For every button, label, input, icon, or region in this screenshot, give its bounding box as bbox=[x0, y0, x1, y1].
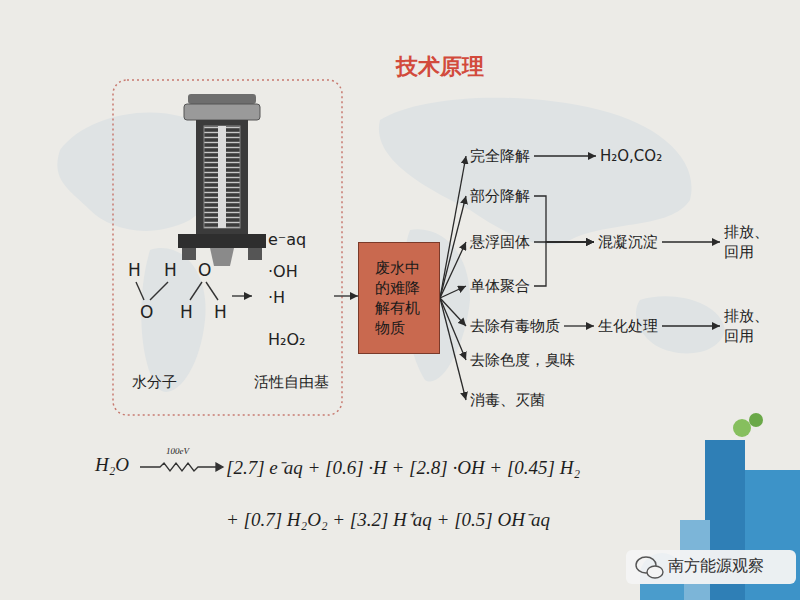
outcome-text: 去除有毒物质 bbox=[466, 314, 564, 338]
bond-line bbox=[206, 282, 218, 300]
irradiation-machine bbox=[248, 248, 262, 260]
irradiation-machine bbox=[178, 94, 266, 266]
node-text: 悬浮固体 bbox=[470, 233, 530, 251]
formula-text: ·OH bbox=[268, 262, 298, 282]
outcome-text: 悬浮固体 bbox=[466, 230, 534, 254]
watermark-patch bbox=[626, 550, 796, 584]
result-text: 排放、回用 bbox=[720, 220, 776, 264]
formula-text: H bbox=[128, 260, 141, 280]
flow-arrow bbox=[440, 196, 466, 298]
flow-arrow bbox=[232, 295, 252, 296]
flow-arrow bbox=[440, 286, 466, 298]
world-map bbox=[379, 98, 692, 245]
irradiation-machine bbox=[196, 120, 248, 234]
watermark-patch bbox=[626, 550, 796, 584]
molecule-group: H H O O H H 水分子 bbox=[122, 260, 232, 400]
irradiation-machine bbox=[204, 126, 240, 228]
formula-text: O bbox=[140, 302, 153, 322]
node-text: H₂O,CO₂ bbox=[600, 147, 662, 165]
formula-text: + [0.7] H₂O₂ + [3.2] H⁺aq + [0.5] OH⁻aq bbox=[226, 506, 550, 532]
formula-text: H₂O₂ bbox=[268, 330, 305, 350]
bond-line bbox=[190, 282, 202, 300]
formula-text: [2.7] e⁻aq + [0.6] ·H + [2.8] ·OH + [0.4… bbox=[226, 454, 580, 480]
node-text: 完全降解 bbox=[470, 147, 530, 165]
node-text: 混凝沉淀 bbox=[598, 233, 658, 251]
outcome-text: 部分降解 bbox=[466, 184, 534, 208]
bond-line bbox=[136, 282, 218, 300]
panel-outline bbox=[113, 80, 342, 415]
flow-arrow bbox=[534, 155, 596, 156]
outcome-text: 消毒、灭菌 bbox=[466, 388, 549, 412]
node-text: 单体聚合 bbox=[470, 277, 530, 295]
radical-group: e⁻aq ·OH ·H H₂O₂ 活性自由基 bbox=[252, 226, 334, 400]
formula-text: 活性自由基 bbox=[254, 372, 329, 392]
world-map bbox=[57, 98, 725, 392]
flow-arrow bbox=[334, 295, 358, 296]
irradiation-machine bbox=[182, 248, 196, 260]
node-text: 部分降解 bbox=[470, 187, 530, 205]
node-text: 废水中的难降解有机物质 bbox=[375, 258, 423, 338]
irradiation-machine bbox=[178, 234, 266, 248]
flow-arrow bbox=[564, 325, 594, 326]
watermark: 南方能源观察 bbox=[668, 556, 764, 577]
formula-text: H bbox=[180, 302, 193, 322]
outcome-text: 单体聚合 bbox=[466, 274, 534, 298]
node-text: 去除有毒物质 bbox=[470, 317, 560, 335]
outcome-text: 去除色度，臭味 bbox=[466, 348, 579, 372]
bond-line bbox=[150, 282, 168, 300]
irradiation-machine bbox=[210, 248, 234, 266]
node-text: 生化处理 bbox=[598, 317, 658, 335]
flow-arrow bbox=[440, 298, 466, 400]
flow-arrow bbox=[662, 241, 720, 242]
flow-arrow bbox=[662, 325, 720, 326]
treatment-text: 混凝沉淀 bbox=[594, 230, 662, 254]
formula-text: H₂O bbox=[95, 454, 129, 476]
bond-line bbox=[136, 282, 144, 300]
irradiation-machine bbox=[218, 126, 226, 228]
buildings bbox=[733, 419, 751, 437]
buildings bbox=[749, 413, 763, 427]
flow-arrow bbox=[440, 242, 466, 298]
formula-text: O bbox=[198, 260, 211, 280]
irradiation-machine bbox=[188, 94, 256, 104]
formula-text: H bbox=[164, 260, 177, 280]
formula-text: 水分子 bbox=[132, 372, 177, 392]
node-text: 去除色度，臭味 bbox=[470, 351, 575, 369]
flow-arrow bbox=[534, 242, 594, 286]
diagram-title: 技术原理 bbox=[340, 52, 540, 82]
energy-arrow bbox=[140, 463, 223, 471]
energy-label: 100eV bbox=[166, 446, 189, 456]
watermark-patch bbox=[647, 566, 663, 578]
node-text: 消毒、灭菌 bbox=[470, 391, 545, 409]
flow-arrow bbox=[440, 156, 466, 298]
product-text: H₂O,CO₂ bbox=[596, 144, 666, 168]
formula-text: H bbox=[214, 302, 227, 322]
energy-arrow bbox=[140, 463, 216, 471]
formula-text: e⁻aq bbox=[268, 230, 306, 250]
result-text: 排放、回用 bbox=[720, 304, 776, 348]
treatment-text: 生化处理 bbox=[594, 314, 662, 338]
irradiation-machine bbox=[184, 104, 260, 120]
outcome-text: 完全降解 bbox=[466, 144, 534, 168]
flow-arrow bbox=[534, 196, 594, 242]
process-box: 废水中的难降解有机物质 bbox=[358, 242, 440, 354]
energy-arrow bbox=[216, 463, 223, 471]
node-text: 排放、回用 bbox=[724, 223, 769, 261]
node-text: 排放、回用 bbox=[724, 307, 769, 345]
formula-text: ·H bbox=[268, 288, 285, 308]
